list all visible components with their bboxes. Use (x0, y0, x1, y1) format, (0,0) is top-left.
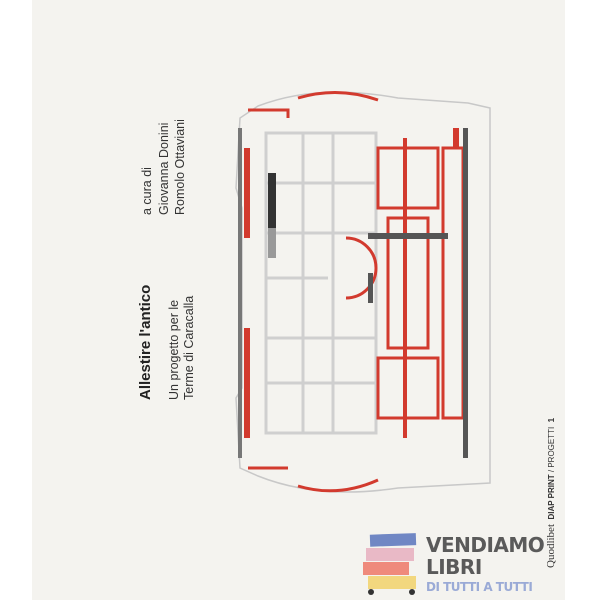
series-sub: / PROGETTI (547, 426, 556, 473)
series-name: DIAP PRINT (547, 474, 556, 520)
spine-series: Quodlibet DIAP PRINT / PROGETTI 1 (545, 417, 557, 568)
book-cover (32, 0, 565, 600)
publisher-name: Quodlibet (545, 524, 557, 568)
watermark-tagline: DI TUTTI A TUTTI (426, 580, 533, 594)
editor-name: Giovanna Donini (157, 122, 171, 215)
watermark-line1: VENDIAMO (426, 533, 545, 557)
book-stack-icon (363, 533, 417, 595)
editors-label: a cura di (140, 167, 154, 215)
book-title: Allestire l'antico (137, 284, 154, 400)
site-plan-illustration (235, 91, 491, 493)
book-subtitle-line2: Terme di Caracalla (182, 295, 196, 400)
plan-dark-block (268, 173, 276, 228)
series-number: 1 (547, 417, 556, 423)
watermark-line2: LIBRI (426, 555, 482, 579)
editor-name: Romolo Ottaviani (173, 119, 187, 215)
book-subtitle-line1: Un progetto per le (167, 299, 181, 400)
